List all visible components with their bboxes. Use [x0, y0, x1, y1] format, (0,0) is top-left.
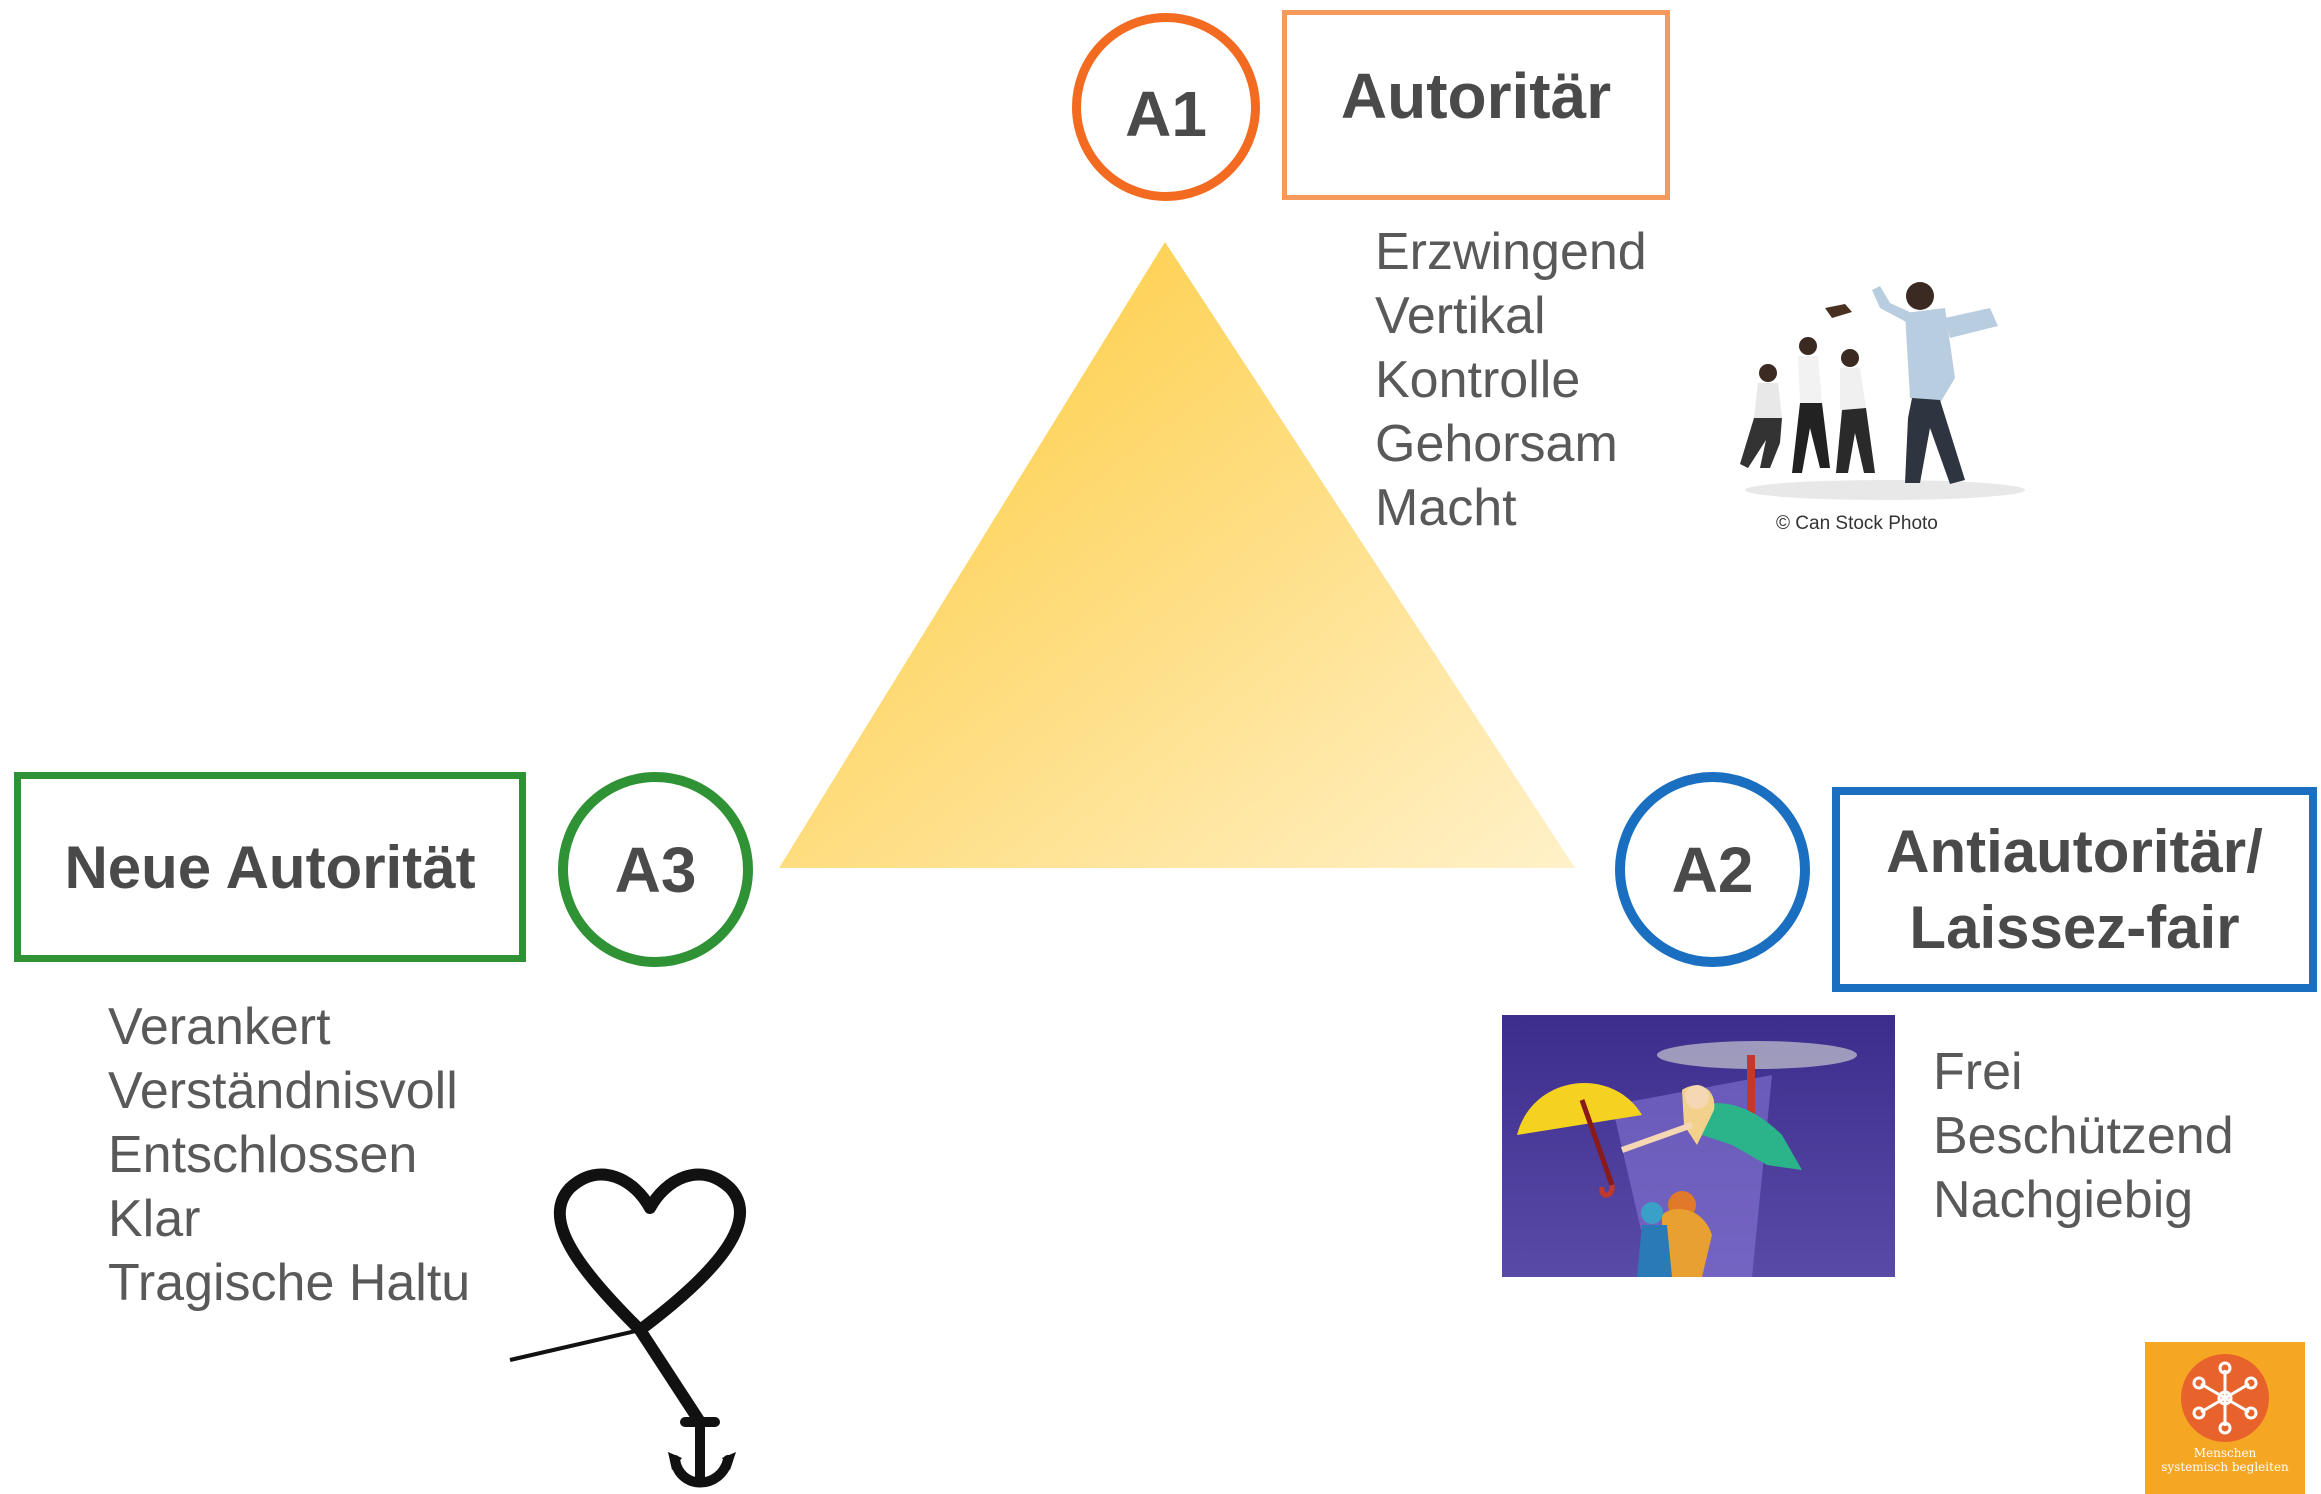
a3-title: Neue Autorität: [64, 833, 476, 901]
logo-text: Menschen systemisch begleiten: [2145, 1446, 2305, 1474]
a1-trait: Vertikal: [1375, 287, 1546, 345]
a2-title-line1: Antiautoritär/: [1886, 817, 2263, 885]
a3-traits-list: Verankert Verständnisvoll Entschlossen K…: [108, 995, 480, 1315]
a2-circle: A2: [1615, 772, 1810, 967]
a1-title: Autoritär: [1340, 60, 1612, 132]
a3-trait: Verständnisvoll: [108, 1062, 458, 1120]
a1-traits-list: Erzwingend Vertikal Kontrolle Gehorsam M…: [1375, 220, 1647, 540]
a2-traits-list: Frei Beschützend Nachgiebig: [1933, 1040, 2234, 1232]
triangle-shape: [779, 242, 1575, 868]
a1-trait: Gehorsam: [1375, 415, 1618, 473]
logo-line2: systemisch begleiten: [2161, 1460, 2289, 1474]
a1-trait: Kontrolle: [1375, 351, 1581, 409]
a1-title-box: Autoritär: [1282, 10, 1670, 200]
a2-label: A2: [1671, 833, 1754, 906]
a3-title-box: Neue Autorität: [14, 772, 526, 962]
a2-title-box: Antiautoritär/ Laissez-fair: [1832, 787, 2317, 992]
a2-trait: Nachgiebig: [1933, 1171, 2194, 1229]
a1-label: A1: [1125, 78, 1207, 150]
a3-trait: Entschlossen: [108, 1126, 418, 1184]
triangle-diagram: [779, 242, 1575, 868]
a3-trait: Tragische Haltu: [108, 1254, 471, 1312]
a1-circle: A1: [1072, 13, 1260, 201]
a1-trait: Erzwingend: [1375, 223, 1647, 281]
a2-trait: Beschützend: [1933, 1107, 2234, 1165]
company-logo: Menschen systemisch begleiten: [2145, 1342, 2305, 1494]
heart-anchor-icon: [509, 1168, 746, 1488]
a3-trait: Verankert: [108, 998, 331, 1056]
network-node-logo-icon: [2181, 1354, 2269, 1442]
logo-line1: Menschen: [2193, 1446, 2257, 1460]
a3-label: A3: [614, 833, 697, 906]
a3-circle: A3: [558, 772, 753, 967]
a1-trait: Macht: [1375, 479, 1517, 537]
a3-trait: Klar: [108, 1190, 201, 1248]
photo-credit: © Can Stock Photo: [1776, 513, 1938, 534]
authoritarian-boss-photo-icon: [1740, 282, 2025, 500]
a2-trait: Frei: [1933, 1043, 2023, 1101]
helicopter-parent-illustration-icon: [1502, 1015, 1895, 1277]
a2-title-line2: Laissez-fair: [1909, 893, 2240, 961]
